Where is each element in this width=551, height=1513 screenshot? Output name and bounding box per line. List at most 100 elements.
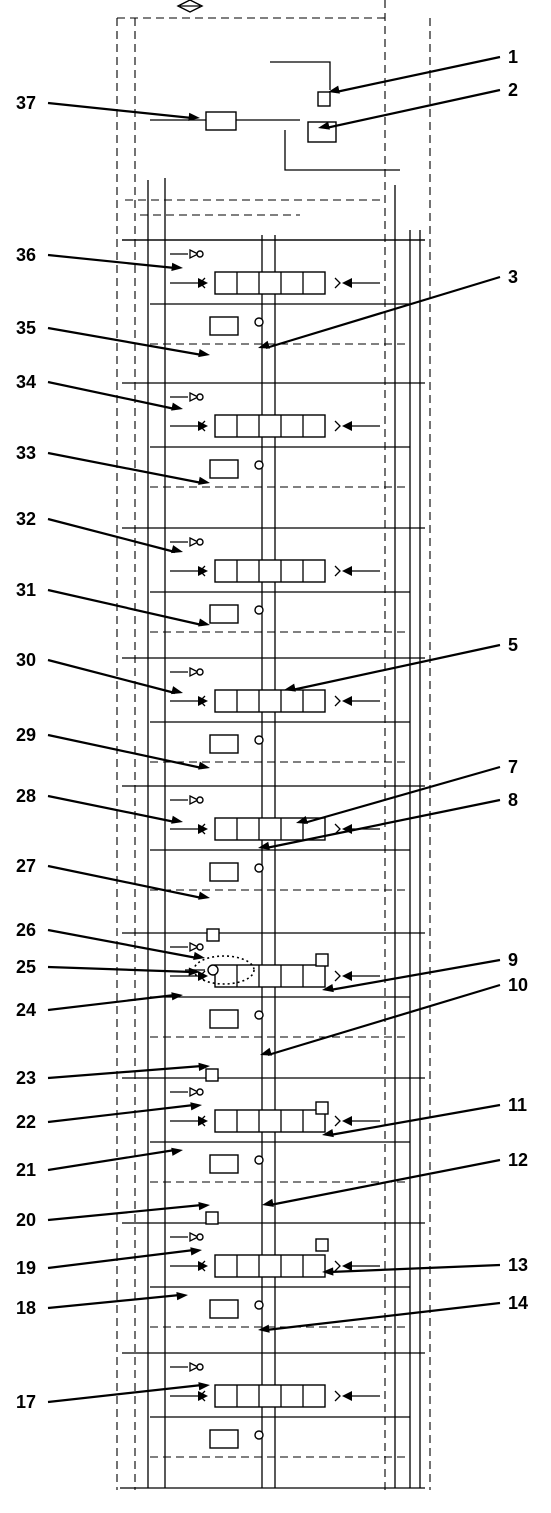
pilot-arrow — [198, 421, 208, 431]
callout-label-left: 18 — [16, 1298, 36, 1318]
leader-arrowhead — [171, 402, 183, 411]
load-check — [254, 1010, 264, 1020]
load-check — [254, 605, 264, 615]
leader-arrowhead — [171, 815, 183, 824]
leader-line-left — [47, 733, 203, 770]
check-ball — [196, 943, 204, 951]
callout-label-left: 37 — [16, 93, 36, 113]
callout-label-left: 26 — [16, 920, 36, 940]
leader-arrowhead — [176, 1292, 188, 1301]
leader-arrowhead — [171, 686, 183, 695]
pilot-arrow — [198, 696, 208, 706]
shuttle-valve — [170, 391, 200, 403]
leader-line-left — [47, 965, 193, 974]
callout-label-left: 23 — [16, 1068, 36, 1088]
leader-line-left — [47, 253, 176, 270]
callout-labels: 3736353433323130292827262524232221201918… — [16, 47, 528, 1412]
callout-label-left: 25 — [16, 957, 36, 977]
relief-cartridge — [205, 1211, 219, 1225]
spring-symbol — [334, 1115, 341, 1127]
valve-section — [122, 1077, 425, 1183]
load-check — [254, 1430, 264, 1440]
leader-arrowhead — [198, 476, 210, 485]
leader-arrowhead — [258, 1324, 270, 1333]
leader-arrowhead — [171, 1147, 183, 1156]
load-check — [254, 1300, 264, 1310]
shuttle-valve — [170, 666, 200, 678]
spring-symbol — [334, 420, 341, 432]
shuttle-valve — [170, 941, 200, 953]
leader-arrowhead — [198, 618, 210, 627]
leader-line-left — [47, 380, 176, 411]
leader-line-right — [265, 1301, 501, 1332]
callout-label-left: 27 — [16, 856, 36, 876]
leader-arrowhead — [198, 1201, 210, 1211]
leader-line-left — [47, 864, 203, 900]
valve-sections — [122, 239, 425, 1458]
spring-symbol — [334, 970, 341, 982]
leader-arrowhead — [296, 815, 308, 824]
callout-label-left: 30 — [16, 650, 36, 670]
pilot-arrow — [198, 824, 208, 834]
spring-symbol — [334, 565, 341, 577]
callout-label-left: 24 — [16, 1000, 36, 1020]
leader-arrowhead — [198, 1382, 210, 1391]
leader-arrowhead — [258, 340, 270, 349]
check-ball — [196, 796, 204, 804]
load-check — [254, 1155, 264, 1165]
callout-label-left: 17 — [16, 1392, 36, 1412]
leader-line-left — [47, 658, 176, 695]
flow-divider — [207, 964, 219, 976]
pilot-arrow — [198, 1261, 208, 1271]
spring-symbol — [334, 1390, 341, 1402]
callout-label-right: 10 — [508, 975, 528, 995]
leader-line-right — [329, 1103, 501, 1137]
leader-line-left — [47, 1293, 181, 1310]
leader-arrowhead — [284, 683, 296, 692]
relief-cartridge — [315, 1238, 329, 1252]
valve-section — [122, 785, 425, 891]
pilot-arrow — [342, 971, 352, 981]
spool-valve — [214, 817, 326, 841]
compensator-valve — [209, 1429, 239, 1449]
leader-line-right — [269, 1158, 501, 1207]
shuttle-valve — [170, 536, 200, 548]
leader-line-left — [47, 1383, 203, 1404]
leader-arrowhead — [262, 1198, 274, 1207]
spool-valve — [214, 689, 326, 713]
leader-line-left — [47, 993, 176, 1012]
callout-label-left: 36 — [16, 245, 36, 265]
pilot-arrow — [342, 1116, 352, 1126]
spool-valve — [214, 1384, 326, 1408]
callout-label-left: 29 — [16, 725, 36, 745]
check-ball — [196, 250, 204, 258]
leader-arrowhead — [193, 951, 205, 960]
valve-section — [122, 657, 425, 763]
compensator-valve — [209, 316, 239, 336]
leader-arrowhead — [322, 1267, 334, 1276]
callout-label-left: 33 — [16, 443, 36, 463]
compensator-valve — [209, 1154, 239, 1174]
callout-label-right: 3 — [508, 267, 518, 287]
leader-line-left — [47, 517, 176, 554]
leader-line-left — [47, 1064, 203, 1080]
callout-label-right: 8 — [508, 790, 518, 810]
reducing-valve-block — [205, 111, 237, 131]
pilot-arrow — [198, 1116, 208, 1126]
compensator-valve — [209, 1009, 239, 1029]
leader-arrowhead — [171, 545, 183, 554]
leader-line-right — [265, 798, 501, 850]
leader-line-left — [47, 451, 203, 485]
pilot-arrow — [342, 278, 352, 288]
leader-line-right — [329, 958, 501, 992]
leader-arrowhead — [188, 112, 200, 121]
pilot-arrow — [342, 421, 352, 431]
relief-valve-cap — [317, 91, 331, 107]
check-ball — [196, 668, 204, 676]
spring-symbol — [334, 1260, 341, 1272]
valve-section — [122, 239, 425, 345]
leader-arrowhead — [198, 1062, 210, 1071]
leader-arrowhead — [328, 85, 340, 94]
leader-arrowhead — [190, 1102, 202, 1111]
